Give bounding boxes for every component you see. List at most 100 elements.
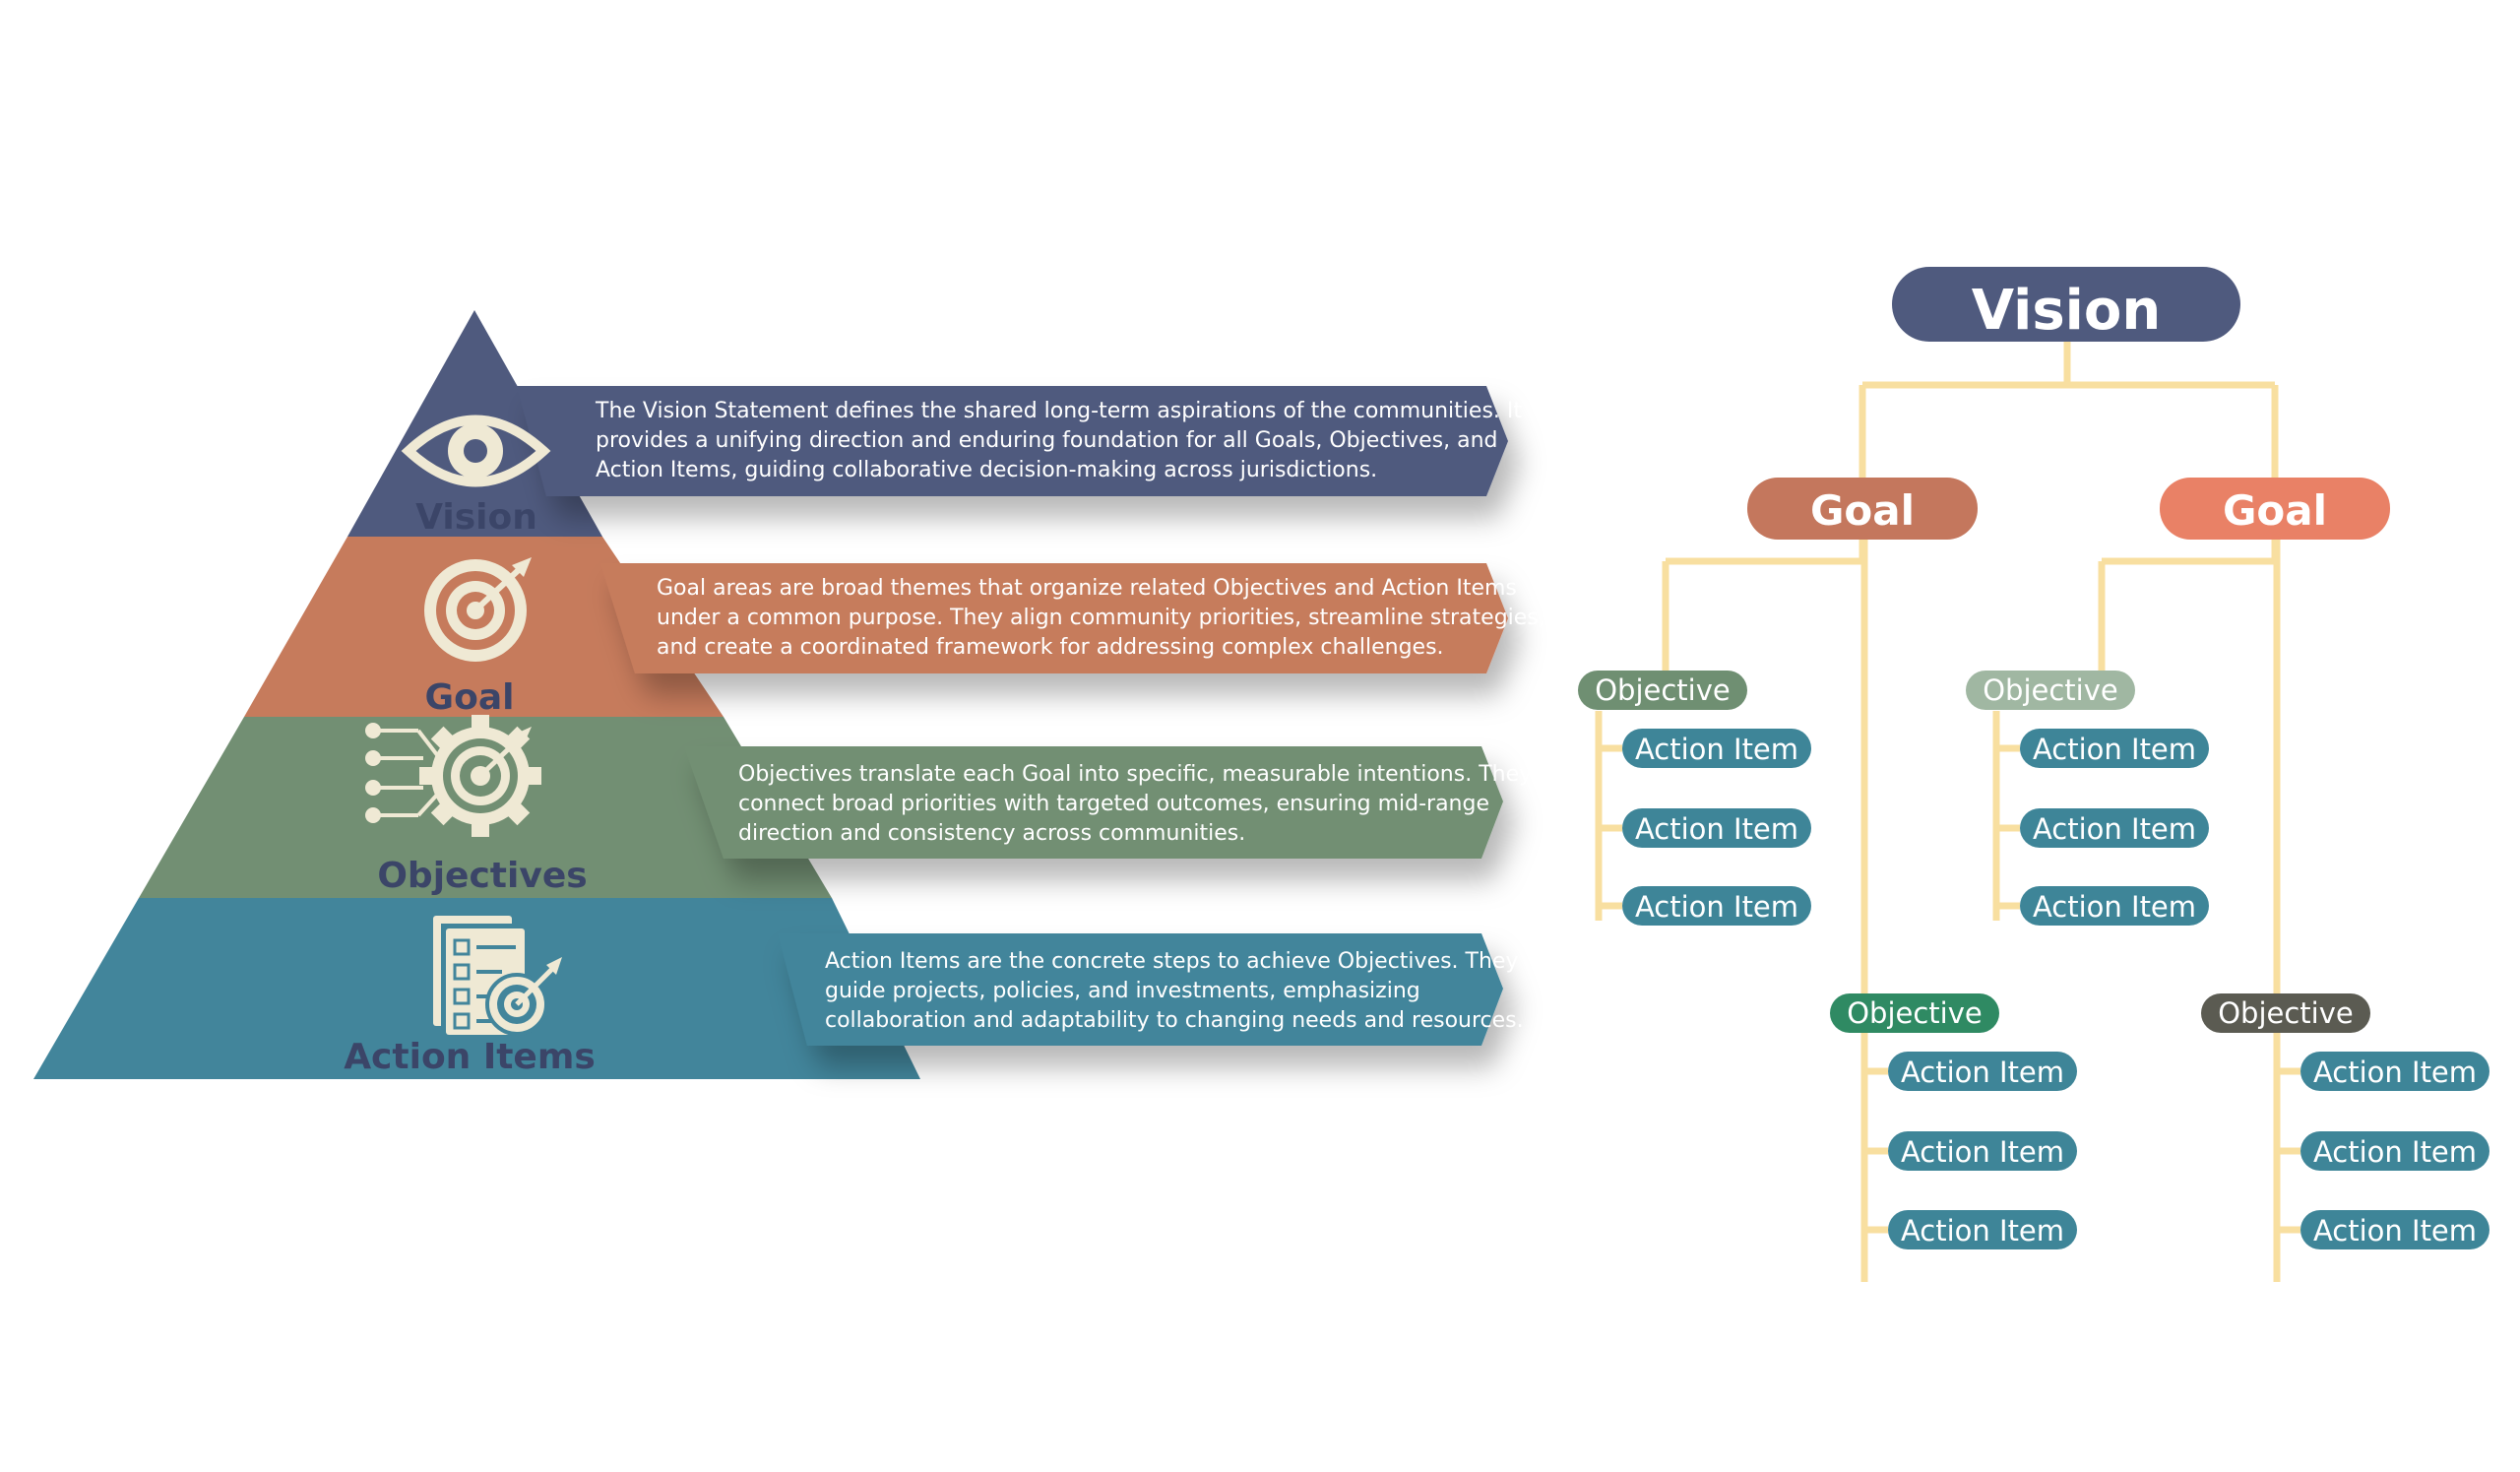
action-item-label: Action Item bbox=[1901, 1214, 2064, 1248]
eye-icon-outline bbox=[401, 415, 551, 487]
tree-objective-label-3: Objective bbox=[1847, 996, 1983, 1030]
checklist-target-icon bbox=[433, 916, 562, 1036]
tree-vision-pill bbox=[1892, 267, 2240, 342]
banner-goal bbox=[600, 563, 1508, 673]
action-item-label: Action Item bbox=[1635, 890, 1798, 924]
banner-shape-goal bbox=[600, 563, 1508, 673]
action-item-pill bbox=[1622, 808, 1811, 848]
action-item-3-2: Action Item bbox=[1888, 1131, 2077, 1171]
action-item-label: Action Item bbox=[1901, 1056, 2064, 1089]
desc-vision-line-3: Action Items, guiding collaborative deci… bbox=[596, 458, 1377, 482]
action-item-label: Action Item bbox=[2033, 890, 2196, 924]
desc-vision: The Vision Statement defines the shared … bbox=[595, 399, 1529, 482]
tree-vision-node: Vision bbox=[1892, 267, 2240, 343]
tree-objective-label-4: Objective bbox=[2218, 996, 2354, 1030]
action-item-pill bbox=[2020, 808, 2209, 848]
action-item-1-1: Action Item bbox=[1622, 729, 1811, 768]
circuit-line-2 bbox=[416, 729, 440, 758]
tree-objective-node-1: Objective bbox=[1578, 671, 1747, 710]
tree-objective-node-2: Objective bbox=[1966, 671, 2135, 710]
action-item-4-3: Action Item bbox=[2300, 1210, 2489, 1249]
action-item-pill bbox=[1888, 1131, 2077, 1171]
tree-objective-pill-1 bbox=[1578, 671, 1747, 710]
desc-goal-line-1: Goal areas are broad themes that organiz… bbox=[657, 576, 1517, 601]
gear-arrow-fletch bbox=[514, 727, 532, 744]
circuit-node-2 bbox=[365, 750, 381, 766]
banner-shape-vision bbox=[517, 386, 1508, 496]
action-item-pill bbox=[2300, 1210, 2489, 1249]
action-item-2-3: Action Item bbox=[2020, 886, 2209, 926]
action-item-1-2: Action Item bbox=[1622, 808, 1811, 848]
circuit-nodes bbox=[365, 723, 440, 823]
pyramid-label-objectives: Objectives bbox=[377, 856, 587, 896]
action-item-pill bbox=[2020, 729, 2209, 768]
checkbox-1 bbox=[453, 938, 471, 956]
desc-objectives-line-3: direction and consistency across communi… bbox=[738, 821, 1245, 846]
desc-goal-line-3: and create a coordinated framework for a… bbox=[657, 635, 1444, 660]
action-item-label: Action Item bbox=[1901, 1135, 2064, 1169]
tree-objective-label-1: Objective bbox=[1595, 673, 1731, 707]
checkbox-3 bbox=[453, 988, 471, 1005]
tree-objective-node-4: Objective bbox=[2201, 993, 2370, 1033]
connector-objective2-items bbox=[1992, 711, 2020, 921]
action-item-label: Action Item bbox=[1635, 733, 1798, 766]
desc-goal: Goal areas are broad themes that organiz… bbox=[657, 576, 1552, 660]
circuit-node-3 bbox=[365, 780, 381, 796]
action-item-pill bbox=[1888, 1210, 2077, 1249]
banner-action-items bbox=[778, 933, 1503, 1046]
pyramid-label-vision: Vision bbox=[415, 497, 537, 538]
banner-shape-action-items bbox=[778, 933, 1503, 1046]
tree-action-items: Action Item Action Item Action Item Acti… bbox=[1622, 729, 2489, 1249]
connector-goal2-objective2 bbox=[2098, 539, 2279, 673]
desc-action-items-line-2: guide projects, policies, and investment… bbox=[825, 979, 1420, 1003]
tree-goal-node-1: Goal bbox=[1747, 478, 1978, 540]
checklist-target-fletch bbox=[546, 957, 562, 975]
tree-goal-label-2: Goal bbox=[2223, 486, 2327, 535]
circuit-node-1 bbox=[365, 723, 381, 738]
pyramid-label-action-items: Action Items bbox=[344, 1037, 596, 1077]
tree-goal-node-2: Goal bbox=[2160, 478, 2390, 540]
connector-goal1-objective1 bbox=[1662, 539, 1866, 673]
action-item-label: Action Item bbox=[2033, 812, 2196, 846]
target-icon bbox=[424, 557, 532, 662]
eye-icon-pupil bbox=[464, 439, 487, 463]
banner-vision bbox=[517, 386, 1508, 496]
gear-target-icon bbox=[365, 715, 541, 837]
action-item-label: Action Item bbox=[2313, 1135, 2477, 1169]
banner-shape-objectives bbox=[684, 746, 1503, 859]
tree-goal-pill-2 bbox=[2160, 478, 2390, 540]
connector-objective1-items bbox=[1595, 711, 1622, 921]
circuit-node-4 bbox=[365, 807, 381, 823]
tree-objective-node-3: Objective bbox=[1830, 993, 1999, 1033]
action-item-pill bbox=[2020, 886, 2209, 926]
gear-shape bbox=[419, 715, 541, 837]
action-item-pill bbox=[1622, 886, 1811, 926]
desc-action-items: Action Items are the concrete steps to a… bbox=[825, 949, 1525, 1033]
action-item-pill bbox=[1888, 1052, 2077, 1091]
connector-vision-goals bbox=[1858, 341, 2279, 480]
action-item-label: Action Item bbox=[2313, 1056, 2477, 1089]
checkbox-4 bbox=[453, 1012, 471, 1030]
action-item-label: Action Item bbox=[2033, 733, 2196, 766]
action-item-4-2: Action Item bbox=[2300, 1131, 2489, 1171]
desc-vision-line-1: The Vision Statement defines the shared … bbox=[595, 399, 1522, 423]
action-item-label: Action Item bbox=[1635, 812, 1798, 846]
gear-arrow bbox=[480, 733, 526, 776]
desc-objectives-line-1: Objectives translate each Goal into spec… bbox=[738, 762, 1532, 787]
description-banners bbox=[517, 386, 1508, 1046]
tree-goal-label-1: Goal bbox=[1810, 486, 1915, 535]
tree-goal-pill-1 bbox=[1747, 478, 1978, 540]
connector-objective3-items bbox=[1864, 1067, 1888, 1234]
connector-objective4-items bbox=[2277, 1067, 2300, 1234]
desc-vision-line-2: provides a unifying direction and enduri… bbox=[596, 428, 1498, 453]
action-item-pill bbox=[2300, 1131, 2489, 1171]
action-item-3-1: Action Item bbox=[1888, 1052, 2077, 1091]
action-item-label: Action Item bbox=[2313, 1214, 2477, 1248]
tree-objective-pill-3 bbox=[1830, 993, 1999, 1033]
desc-goal-line-2: under a common purpose. They align commu… bbox=[657, 606, 1545, 630]
target-icon-arrow bbox=[474, 562, 527, 611]
checklist-target-arrow bbox=[515, 965, 556, 1006]
action-item-pill bbox=[2300, 1052, 2489, 1091]
action-item-2-2: Action Item bbox=[2020, 808, 2209, 848]
action-item-pill bbox=[1622, 729, 1811, 768]
